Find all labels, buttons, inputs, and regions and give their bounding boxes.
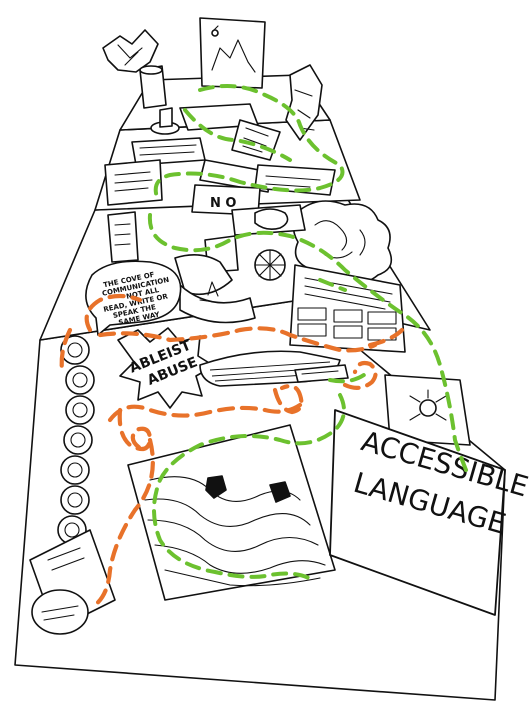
orange-route bbox=[59, 293, 405, 608]
center-objects bbox=[174, 204, 306, 324]
upper-cards bbox=[104, 137, 336, 206]
green-route bbox=[147, 84, 468, 584]
left-post bbox=[107, 211, 139, 263]
no-sign-text: N O bbox=[210, 196, 236, 211]
top-cup-object bbox=[139, 65, 167, 109]
topographic-map bbox=[127, 424, 336, 601]
worksheet-board bbox=[289, 264, 406, 353]
top-picture-frame bbox=[199, 17, 266, 89]
right-doodle-card bbox=[384, 374, 471, 446]
no-sign: N O bbox=[191, 184, 261, 216]
bottom-left-cards bbox=[29, 529, 116, 635]
small-label-strip bbox=[294, 364, 349, 383]
top-tabletop-items bbox=[150, 103, 281, 161]
top-crumpled-paper bbox=[102, 29, 159, 73]
ableist-abuse-burst: ABLEIST ABUSE bbox=[117, 327, 215, 409]
